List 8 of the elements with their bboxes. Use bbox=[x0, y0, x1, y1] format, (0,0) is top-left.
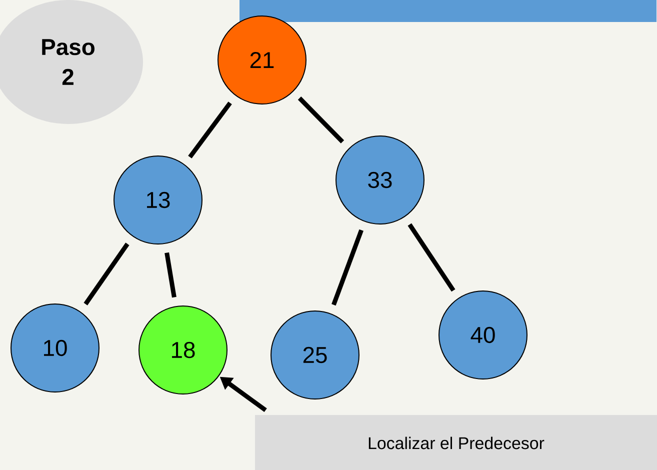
tree-branch-line bbox=[164, 252, 176, 298]
callout-box: Localizar el Predecesor bbox=[255, 415, 657, 470]
tree-branch-line bbox=[408, 223, 456, 292]
tree-branch-line bbox=[332, 229, 364, 306]
tree-branch-line bbox=[188, 102, 232, 158]
tree-branch-line bbox=[298, 96, 344, 144]
title-banner bbox=[240, 0, 656, 22]
tree-branch-line bbox=[84, 242, 130, 306]
